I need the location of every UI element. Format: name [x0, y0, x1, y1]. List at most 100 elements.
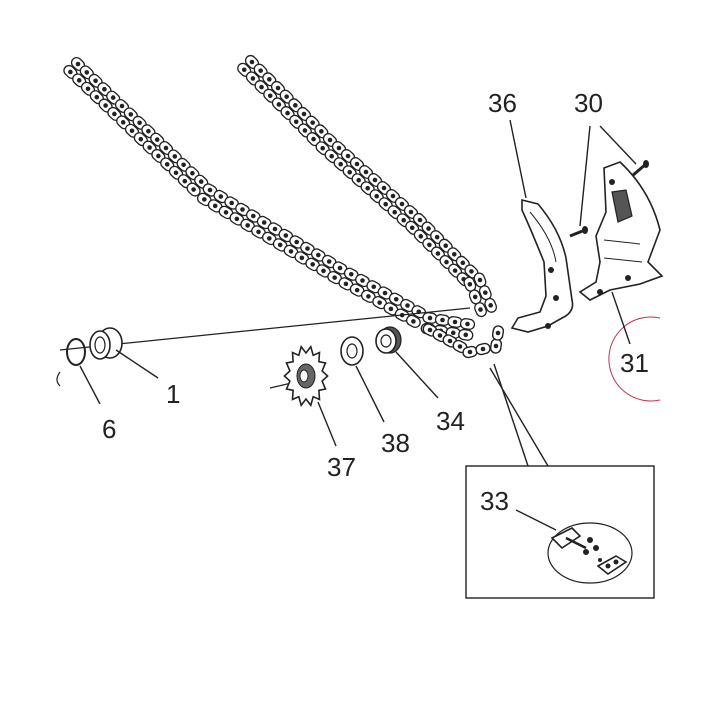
chain-pin — [173, 170, 179, 176]
chain-pin — [320, 145, 325, 151]
chain-pin — [360, 278, 365, 283]
chain-pin — [371, 284, 377, 290]
chain-pin — [427, 327, 433, 333]
leader-38 — [355, 365, 385, 423]
chain-pin — [154, 137, 160, 142]
chain-pin — [478, 307, 483, 312]
chain-pin — [198, 179, 204, 184]
callout-label-30: 30 — [574, 88, 603, 118]
chain-pin — [256, 229, 261, 235]
chain-pin — [443, 243, 449, 249]
chain-pin — [427, 242, 432, 248]
callout-label-1: 1 — [166, 379, 180, 409]
chain-pin — [447, 338, 453, 344]
chain-pin — [84, 70, 90, 75]
leader-36 — [509, 119, 527, 199]
chain-pin — [182, 178, 188, 184]
chain-pin — [288, 249, 294, 254]
chain-pin — [463, 332, 469, 338]
chain-pin — [365, 185, 370, 191]
chain-pin — [493, 343, 499, 349]
leader-33-detail — [489, 367, 549, 467]
chain-pin — [293, 103, 298, 108]
chain-pin — [212, 203, 218, 209]
axle-line — [59, 307, 471, 351]
chain-pin — [191, 187, 196, 192]
chain-pin — [202, 197, 207, 202]
chain-pin — [354, 287, 360, 293]
part-37-sprocket — [283, 345, 329, 407]
chain-pin — [249, 59, 255, 65]
chain-pin — [301, 111, 307, 117]
chain-pin — [377, 300, 382, 305]
sprocket-bore — [299, 369, 309, 383]
part-30-bolt-a — [569, 226, 588, 238]
chain-pin — [275, 85, 281, 91]
chain-pin — [372, 177, 378, 183]
chain-pin — [163, 145, 169, 151]
chain-pin — [294, 239, 299, 245]
chain-pin — [343, 281, 349, 287]
chain-pin — [229, 200, 234, 206]
chain-pin — [102, 86, 107, 92]
part-30-bolt-b — [631, 160, 649, 178]
chain-pin — [460, 260, 466, 266]
chain-pin — [488, 303, 493, 308]
chain-pin — [103, 103, 108, 108]
detail-oval-33 — [547, 522, 633, 584]
leader-33-detail-b — [493, 363, 529, 467]
chain-pin — [426, 226, 431, 231]
leader-1 — [115, 349, 159, 379]
chain-pin — [440, 317, 445, 323]
chain-pin — [156, 153, 161, 159]
part-36-chain-guide — [510, 198, 574, 333]
chain-pin — [147, 145, 152, 150]
callout-label-33: 33 — [480, 486, 509, 516]
chain-pin — [435, 251, 441, 256]
callout-label-36: 36 — [488, 88, 517, 118]
leader-6 — [79, 365, 101, 405]
chain-pin — [329, 153, 334, 159]
chain-pin — [408, 209, 414, 215]
chain-pin — [399, 201, 405, 207]
chain-pin — [472, 294, 478, 300]
chain-pin — [374, 193, 379, 199]
leader-30a — [579, 125, 591, 227]
chain-pin — [68, 69, 73, 75]
chain-pin — [284, 94, 289, 99]
chain-pin — [477, 277, 483, 283]
leader-33 — [515, 509, 557, 531]
chain-pin — [120, 120, 126, 125]
chain-pin — [316, 252, 321, 258]
callout-label-6: 6 — [102, 414, 116, 444]
chain-pin — [337, 265, 343, 271]
chain-pin — [326, 259, 332, 264]
chain-pin — [444, 259, 449, 265]
chain-pin — [146, 128, 151, 134]
chain-pin — [234, 216, 240, 222]
chain-pin — [128, 112, 134, 117]
chain-pin — [354, 161, 360, 167]
chain-pin — [457, 344, 463, 349]
chain-pin — [332, 275, 337, 280]
chain-pin — [356, 177, 361, 183]
chain-pin — [261, 220, 267, 225]
callout-label-38: 38 — [381, 428, 410, 458]
chain-pin — [381, 185, 387, 191]
chain-pin — [405, 303, 410, 308]
chain-pin — [285, 110, 290, 116]
chain-pin — [93, 78, 98, 84]
chain-pin — [75, 61, 81, 67]
chain-pin — [250, 76, 256, 81]
chain-pin — [452, 268, 458, 273]
highlight-circle-31 — [608, 316, 661, 402]
chain-pin — [483, 290, 488, 295]
chain-pin — [388, 306, 394, 312]
chain-pin — [251, 213, 256, 219]
chain-pin — [345, 153, 351, 159]
chain-pin — [310, 120, 315, 125]
chain-pin — [411, 319, 416, 324]
chain-pin — [110, 95, 116, 100]
chain-pin — [417, 217, 423, 223]
